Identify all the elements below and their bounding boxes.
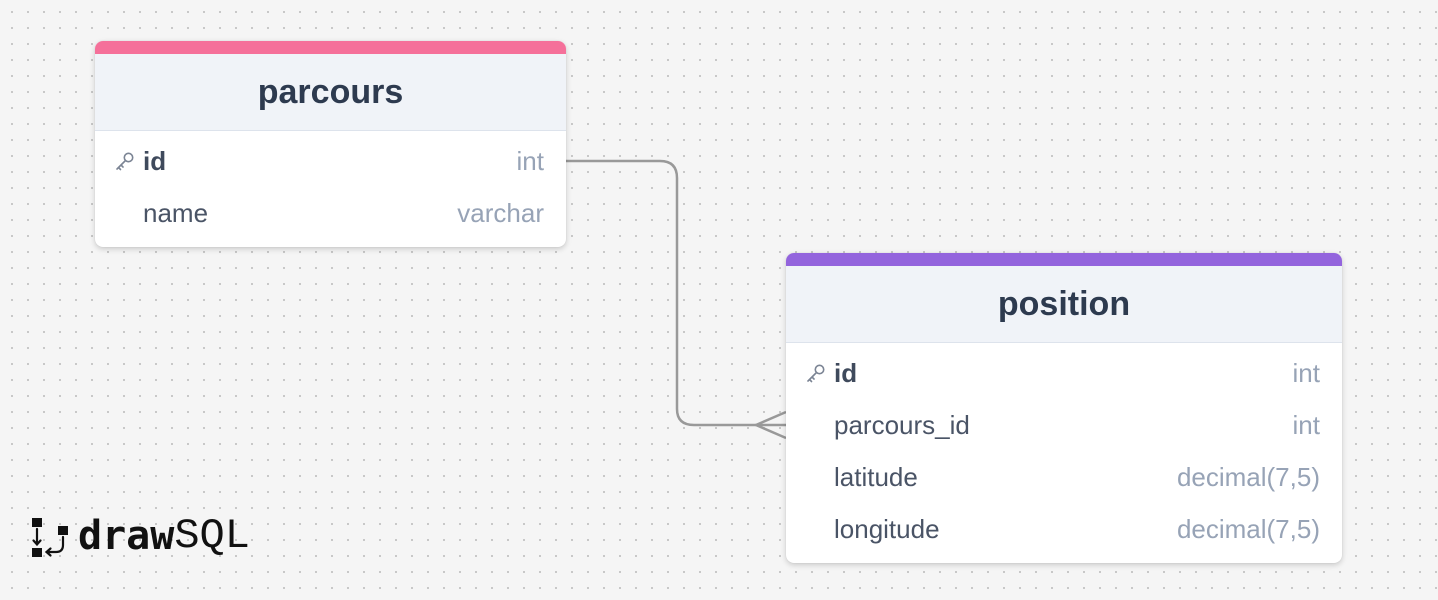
- column-type: int: [1292, 409, 1320, 440]
- crowfoot-many-icon: [752, 410, 787, 440]
- column-row-name[interactable]: name varchar: [95, 187, 566, 239]
- table-accent-bar: [95, 41, 566, 54]
- logo-text-draw: draw: [78, 513, 175, 559]
- column-name: longitude: [834, 513, 940, 544]
- key-icon: [807, 364, 825, 383]
- table-position[interactable]: position id int parcours_id int latitude…: [786, 253, 1342, 563]
- column-row-id[interactable]: id int: [786, 347, 1342, 399]
- column-type: varchar: [457, 197, 544, 228]
- column-name: name: [143, 197, 209, 228]
- table-title: parcours: [257, 72, 404, 111]
- logo-text-sql: SQL: [174, 512, 250, 560]
- column-name: latitude: [834, 461, 918, 492]
- column-row-longitude[interactable]: longitude decimal(7,5): [786, 503, 1342, 555]
- column-name: id: [143, 145, 167, 176]
- key-icon: [116, 152, 134, 171]
- column-type: int: [516, 145, 544, 176]
- relation-line-parcours-position[interactable]: [566, 159, 786, 427]
- column-row-parcours-id[interactable]: parcours_id int: [786, 399, 1342, 451]
- table-header[interactable]: position: [786, 266, 1342, 343]
- column-row-id[interactable]: id int: [95, 135, 566, 187]
- table-accent-bar: [786, 253, 1342, 266]
- column-name: parcours_id: [834, 409, 970, 440]
- column-type: int: [1292, 357, 1320, 388]
- column-type: decimal(7,5): [1176, 513, 1320, 544]
- column-type: decimal(7,5): [1176, 461, 1320, 492]
- column-list: id int parcours_id int latitude decimal(…: [786, 343, 1342, 563]
- table-parcours[interactable]: parcours id int name varchar: [95, 41, 566, 247]
- column-name: id: [834, 357, 858, 388]
- column-row-latitude[interactable]: latitude decimal(7,5): [786, 451, 1342, 503]
- table-title: position: [997, 284, 1131, 323]
- table-header[interactable]: parcours: [95, 54, 566, 131]
- drawsql-logo-icon: [32, 518, 68, 557]
- column-list: id int name varchar: [95, 131, 566, 247]
